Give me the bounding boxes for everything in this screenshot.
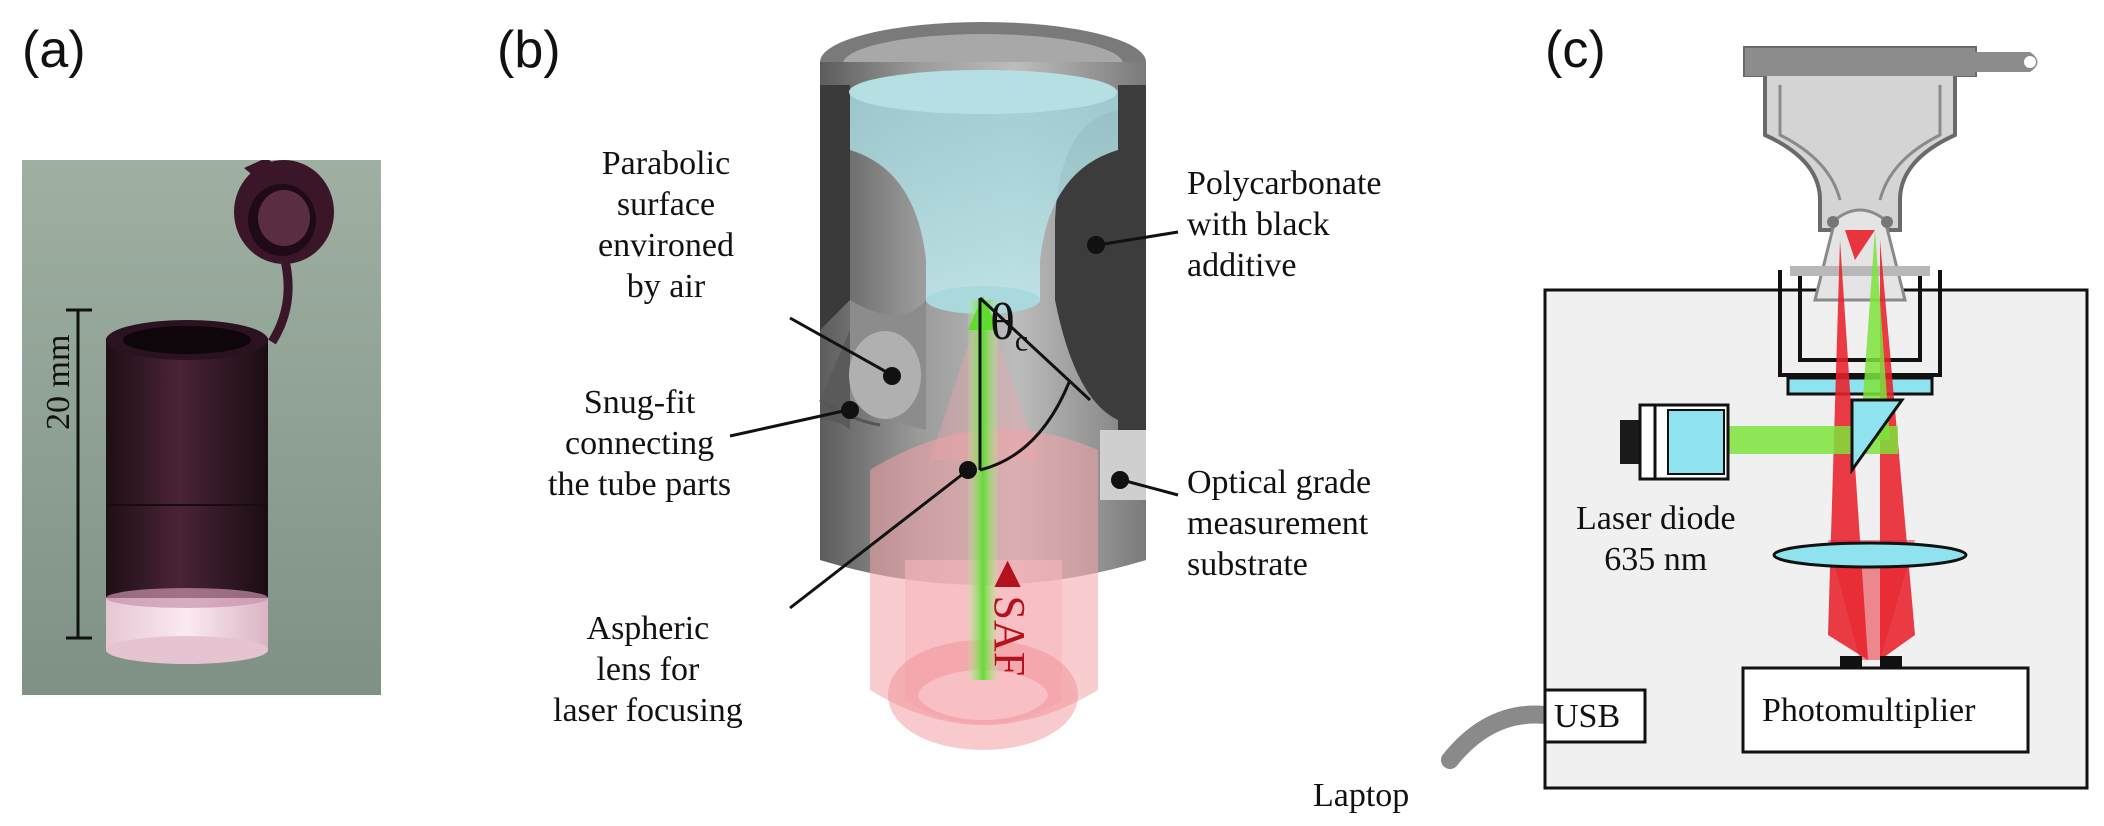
callout-optical-line-1: Optical grade — [1187, 464, 1372, 501]
callout-snug-line-3: the tube parts — [548, 466, 732, 503]
tube-lid — [1745, 48, 1975, 76]
callout-aspheric-line-1: Aspheric — [586, 610, 710, 647]
laser-diode-label-line-2: 635 nm — [1604, 541, 1708, 578]
tube-photo-drawing — [22, 160, 381, 695]
tube-photo — [22, 160, 381, 695]
callout-polycarbonate-line-2: with black — [1187, 206, 1330, 243]
usb-cable — [1441, 705, 1554, 769]
measurement-window — [1786, 376, 1934, 396]
callout-polycarbonate-line-1: Polycarbonate — [1187, 165, 1382, 202]
sample-tube-holder — [1743, 46, 1977, 232]
callout-snug-line-1: Snug-fit — [583, 384, 696, 421]
callout-aspheric-line-3: laser focusing — [553, 692, 743, 729]
laser-diode-label-line-1: Laser diode — [1576, 500, 1736, 537]
green-beam-vertical — [1860, 230, 1890, 440]
laser-diode-pin — [1620, 420, 1640, 464]
callout-optical-line-3: substrate — [1187, 546, 1308, 583]
callout-parabolic-line-4: by air — [626, 268, 706, 305]
angle-theta-c: θc — [990, 297, 1029, 361]
dichroic-prism — [1850, 398, 1905, 475]
panel-label-a: (a) — [22, 21, 86, 79]
polycarbonate-wall — [1118, 85, 1146, 450]
callout-parabolic: Parabolic surface environed by air — [598, 143, 734, 307]
focusing-lens — [1772, 541, 1968, 569]
callout-parabolic-line-2: surface — [616, 186, 716, 223]
usb-port — [1543, 688, 1647, 744]
laser-diode-label: Laser diode 635 nm — [1576, 498, 1736, 580]
laptop-label: Laptop — [1313, 777, 1410, 814]
green-laser-beam — [968, 300, 998, 680]
callout-optical-grade: Optical grade measurement substrate — [1187, 462, 1371, 585]
callout-snug-fit: Snug-fit connecting the tube parts — [548, 382, 731, 505]
callout-snug-line-2: connecting — [565, 425, 715, 462]
angle-symbol: θ — [990, 294, 1015, 351]
callout-parabolic-line-1: Parabolic — [601, 145, 731, 182]
callout-polycarbonate: Polycarbonate with black additive — [1187, 163, 1382, 286]
usb-label: USB — [1554, 698, 1621, 735]
photomultiplier-box — [1741, 666, 2030, 754]
parabolic-cavity — [850, 90, 1118, 310]
panel-label-c: (c) — [1545, 21, 1606, 79]
photomultiplier-label: Photomultiplier — [1762, 692, 1976, 729]
callout-parabolic-line-3: environed — [598, 227, 734, 264]
panel-label-b: (b) — [497, 21, 561, 79]
callout-aspheric-line-2: lens for — [596, 651, 700, 688]
callout-polycarbonate-line-3: additive — [1187, 247, 1297, 284]
angle-subscript: c — [1014, 324, 1029, 358]
callout-optical-line-2: measurement — [1187, 505, 1369, 542]
callout-aspheric: Aspheric lens for laser focusing — [553, 608, 743, 731]
